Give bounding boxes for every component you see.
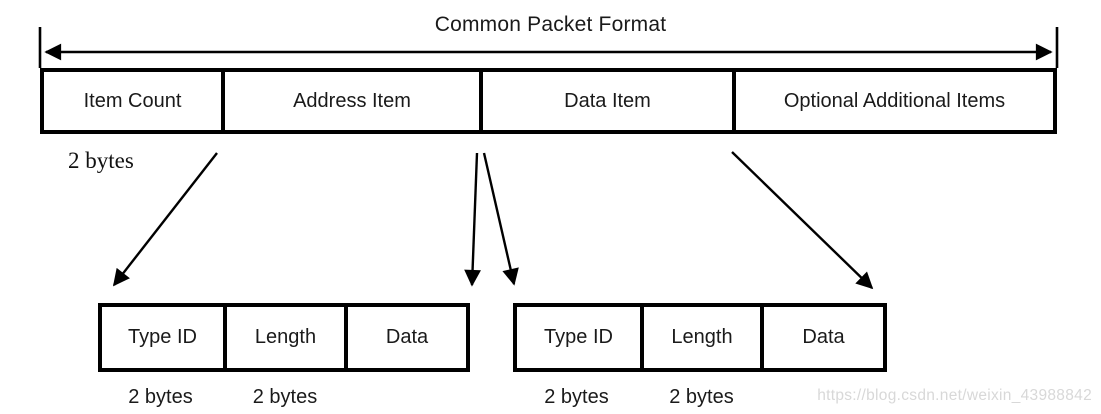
packet-field-optional-additional-items-label: Optional Additional Items	[783, 89, 1006, 112]
packet-field-optional-additional-items: Optional Additional Items	[736, 72, 1053, 130]
packet-format-table: Item Count Address Item Data Item Option…	[40, 68, 1057, 134]
right-format-length-size-label: 2 bytes	[669, 386, 734, 408]
packet-field-address-item-label: Address Item	[293, 89, 411, 112]
right-format-type-id-cell: Type ID	[517, 307, 644, 368]
arrow-address-item-to-left-format	[112, 152, 218, 287]
left-format-length-cell: Length	[227, 307, 348, 368]
arrow-data-item-to-left-format	[464, 152, 481, 287]
packet-field-item-count-label: Item Count	[83, 89, 182, 112]
right-format-length-label: Length	[671, 326, 733, 348]
left-format-data-label: Data	[385, 326, 429, 348]
item-format-table-left: Type ID Length Data	[98, 303, 470, 372]
watermark-url: https://blog.csdn.net/weixin_43988842	[817, 387, 1092, 404]
packet-field-data-item-label: Data Item	[564, 89, 651, 112]
arrow-optional-items-to-right-format	[731, 151, 874, 290]
arrow-data-item-to-right-format	[482, 152, 519, 286]
left-format-type-id-label: Type ID	[128, 326, 197, 348]
left-format-length-size-label: 2 bytes	[252, 386, 318, 408]
left-format-type-id-cell: Type ID	[102, 307, 227, 368]
right-format-type-id-size-label: 2 bytes	[544, 386, 609, 408]
diagram-title: Common Packet Format	[434, 13, 667, 36]
packet-field-data-item: Data Item	[483, 72, 736, 130]
left-format-type-id-size-label: 2 bytes	[128, 386, 193, 408]
left-format-length-label: Length	[254, 326, 317, 348]
right-format-data-label: Data	[802, 326, 845, 348]
left-format-data-cell: Data	[348, 307, 466, 368]
packet-field-item-count: Item Count	[44, 72, 225, 130]
packet-field-address-item: Address Item	[225, 72, 483, 130]
item-format-table-right: Type ID Length Data	[513, 303, 887, 372]
right-format-data-cell: Data	[764, 307, 883, 368]
right-format-length-cell: Length	[644, 307, 764, 368]
right-format-type-id-label: Type ID	[544, 326, 613, 348]
item-count-size-label: 2 bytes	[68, 148, 134, 173]
